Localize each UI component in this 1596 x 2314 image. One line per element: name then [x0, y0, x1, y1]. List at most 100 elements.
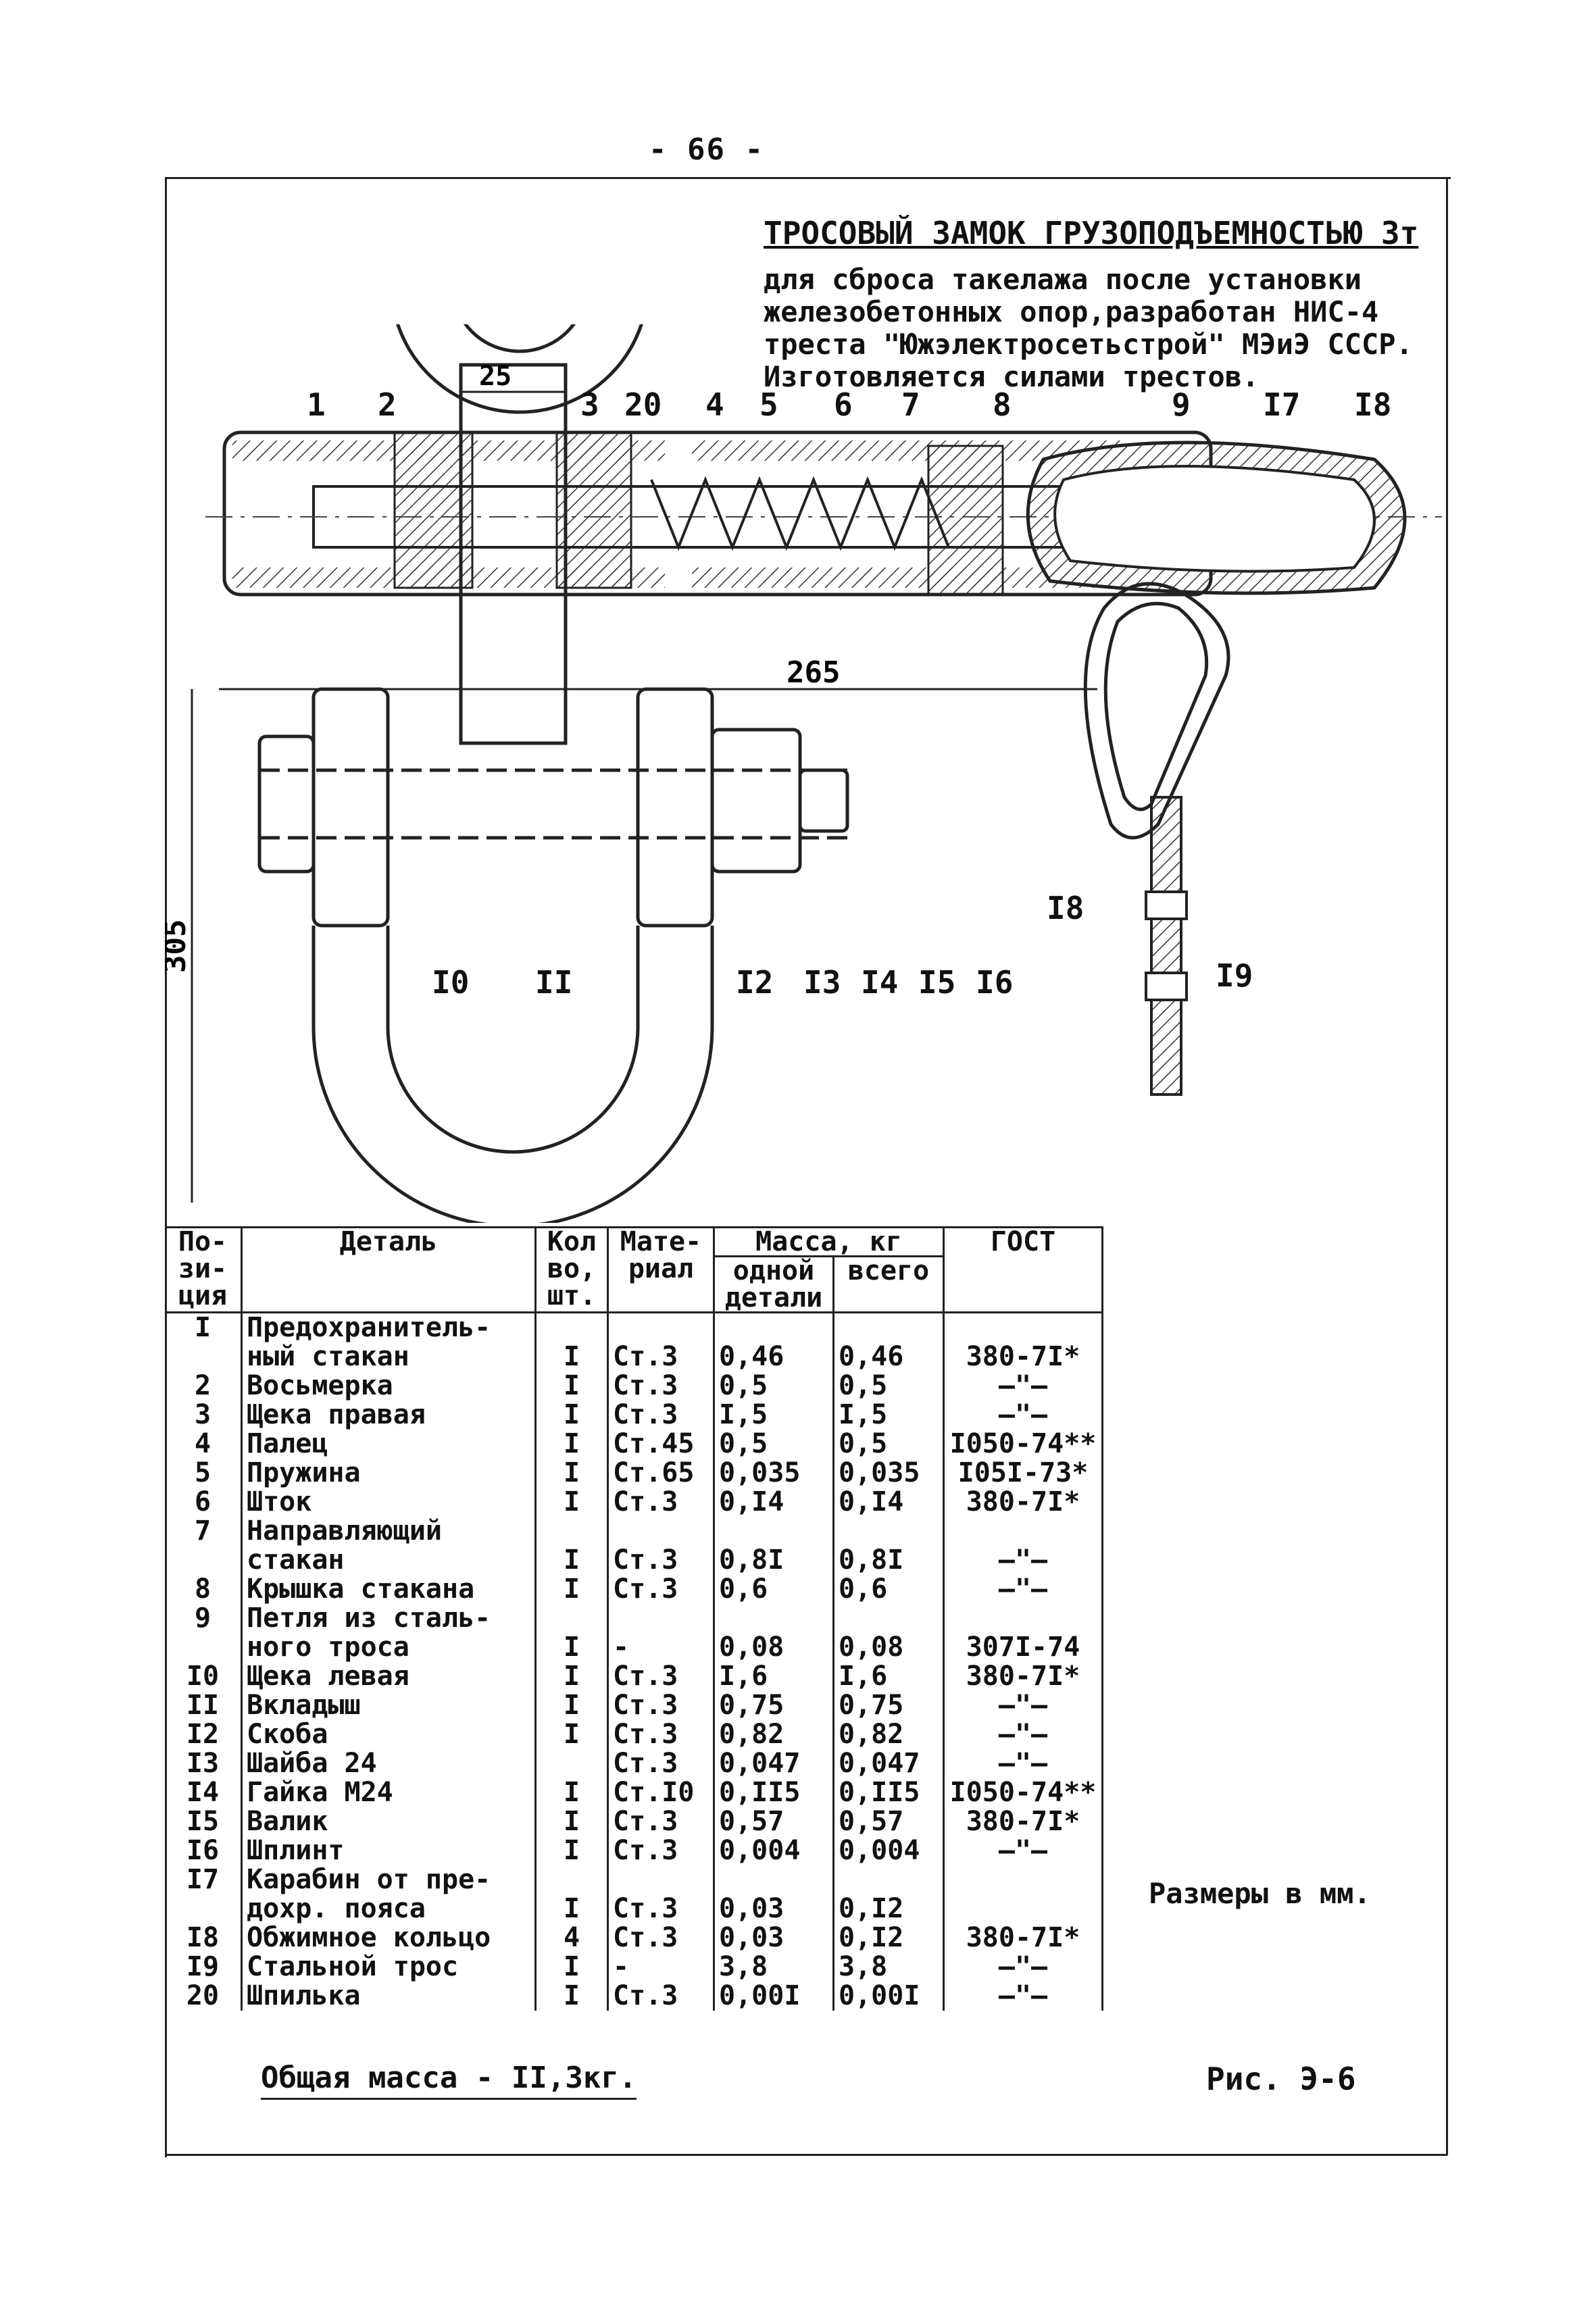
header-material: Мате- риал — [607, 1226, 714, 1313]
cell-detail: Шпилька — [241, 1982, 536, 2011]
cell-detail: Шплинт — [241, 1836, 536, 1865]
cell-qty: I — [534, 1807, 608, 1836]
callout-8: 8 — [993, 386, 1012, 423]
cell-mat: Ст.I0 — [607, 1778, 714, 1807]
cell-mat: Ст.3 — [607, 1488, 714, 1517]
spring — [650, 476, 950, 551]
cell-mat: Ст.3 — [607, 1575, 714, 1604]
callout-17: I7 — [1263, 386, 1300, 423]
cell-qty: I — [534, 1720, 608, 1749]
cell-pos: I9 — [186, 1951, 220, 1982]
cell-qty: I — [534, 1575, 608, 1604]
cell-m1: 0,5 — [713, 1430, 834, 1459]
callout-14: I4 — [861, 964, 898, 1001]
cell-qty: I — [534, 1662, 608, 1691]
cell-m2: 0,035 — [832, 1459, 944, 1488]
cell-qty: I — [534, 1517, 608, 1575]
cell-pos: 7 — [194, 1515, 211, 1546]
cell-detail: Шайба 24 — [241, 1749, 536, 1778]
callout-2: 2 — [378, 386, 397, 423]
cell-detail: Восьмерка — [241, 1372, 536, 1401]
cell-mat: Ст.3 — [607, 1517, 714, 1575]
cell-qty: I — [534, 1372, 608, 1401]
cell-mat: Ст.3 — [607, 1807, 714, 1836]
cell-gost: 380-7I* — [943, 1807, 1103, 1836]
cell-pos: I5 — [186, 1806, 220, 1837]
cell-detail: Пружина — [241, 1459, 536, 1488]
callout-20: 20 — [624, 386, 662, 423]
cell-qty: I — [534, 1691, 608, 1720]
cell-pos: 3 — [194, 1399, 211, 1430]
cell-m1: 0,03 — [713, 1865, 834, 1923]
cell-qty: I — [534, 1312, 608, 1372]
cell-mat: Ст.3 — [607, 1749, 714, 1778]
total-mass: Общая масса - II,3кг. — [261, 2061, 637, 2100]
drawing-description: для сброса такелажа после установки желе… — [764, 263, 1413, 393]
callout-1: 1 — [307, 386, 326, 423]
cell-pos: 6 — [194, 1486, 211, 1517]
cell-mat: Ст.3 — [607, 1312, 714, 1372]
cell-m2: 0,82 — [832, 1720, 944, 1749]
cell-detail: Валик — [241, 1807, 536, 1836]
cell-detail: Предохранитель- ный стакан — [241, 1312, 536, 1372]
header-mass-one: одной детали — [713, 1255, 834, 1313]
dimension-305: 305 — [165, 920, 193, 973]
dimension-25: 25 — [479, 361, 512, 392]
cell-m2: 0,047 — [832, 1749, 944, 1778]
callout-12: I2 — [736, 964, 773, 1001]
cell-qty: I — [534, 1982, 608, 2011]
cell-pos: I2 — [186, 1719, 220, 1750]
cell-qty: I — [534, 1778, 608, 1807]
units-note: Размеры в мм. — [1149, 1877, 1371, 1910]
header-mass-all: всего — [832, 1255, 944, 1313]
cell-qty — [534, 1749, 608, 1778]
cell-detail: Обжимное кольцо — [241, 1923, 536, 1953]
dimension-lines — [191, 391, 1097, 1203]
cell-qty: 4 — [534, 1923, 608, 1953]
cell-pos: I8 — [186, 1922, 220, 1953]
cell-m2: 0,I2 — [832, 1865, 944, 1923]
cell-gost — [943, 1865, 1103, 1923]
cell-detail: Направляющий стакан — [241, 1517, 536, 1575]
cell-pos: 9 — [194, 1603, 211, 1634]
cell-qty: I — [534, 1836, 608, 1865]
title-block: ТРОСОВЫЙ ЗАМОК ГРУЗОПОДЪЕМНОСТЬЮ 3т для … — [764, 215, 1426, 393]
cell-m2: 0,75 — [832, 1691, 944, 1720]
cell-qty: I — [534, 1953, 608, 1982]
cell-gost: —"— — [943, 1953, 1103, 1982]
cell-m1: 0,46 — [713, 1312, 834, 1372]
cell-mat: - — [607, 1604, 714, 1662]
cell-mat: Ст.3 — [607, 1720, 714, 1749]
cell-gost: —"— — [943, 1575, 1103, 1604]
callout-10: I0 — [432, 964, 469, 1001]
cell-pos: 2 — [194, 1370, 211, 1401]
cell-pos: 5 — [194, 1457, 211, 1488]
cell-qty: I — [534, 1604, 608, 1662]
cell-detail: Петля из сталь- ного троса — [241, 1604, 536, 1662]
cell-mat: Ст.45 — [607, 1430, 714, 1459]
crimp-ring-lower — [1145, 972, 1188, 1001]
cell-gost: —"— — [943, 1982, 1103, 2011]
callout-9: 9 — [1172, 386, 1191, 423]
callout-4: 4 — [705, 386, 724, 423]
cell-m2: 0,I2 — [832, 1923, 944, 1953]
cell-pos: 8 — [194, 1574, 211, 1605]
cell-m1: 0,08 — [713, 1604, 834, 1662]
specification-table: По- зи- ция Деталь Кол во, шт. Мате- риа… — [165, 1226, 1103, 2011]
cell-qty: I — [534, 1865, 608, 1923]
cell-detail: Крышка стакана — [241, 1575, 536, 1604]
cell-m1: 3,8 — [713, 1953, 834, 1982]
cell-gost: —"— — [943, 1749, 1103, 1778]
cell-gost: —"— — [943, 1836, 1103, 1865]
cell-mat: Ст.3 — [607, 1691, 714, 1720]
cell-m2: 0,5 — [832, 1372, 944, 1401]
cell-gost: I050-74** — [943, 1778, 1103, 1807]
